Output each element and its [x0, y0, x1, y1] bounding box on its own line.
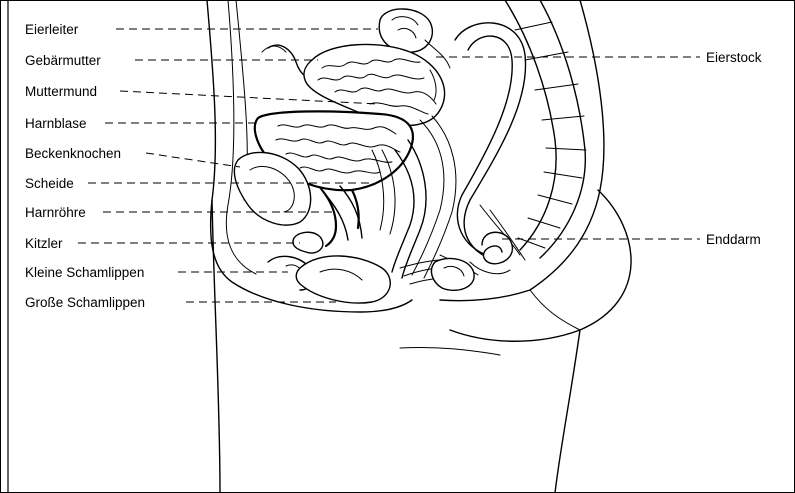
- label-beckenknochen: Beckenknochen: [25, 146, 121, 161]
- leader-beckenknochen: [146, 153, 240, 167]
- label-kitzler: Kitzler: [25, 236, 63, 251]
- label-harnblase: Harnblase: [25, 116, 87, 131]
- label-eierstock: Eierstock: [706, 50, 762, 65]
- label-gebaermutter: Gebärmutter: [25, 53, 101, 68]
- label-enddarm: Enddarm: [706, 232, 761, 247]
- label-scheide: Scheide: [25, 176, 74, 191]
- rectum: [440, 23, 526, 275]
- label-grosse-schamlippen: Große Schamlippen: [25, 295, 145, 310]
- label-harnroehre: Harnröhre: [25, 205, 86, 220]
- external-genitalia: [268, 232, 474, 303]
- urethra: [322, 190, 359, 246]
- label-muttermund: Muttermund: [25, 84, 97, 99]
- label-eierleiter: Eierleiter: [25, 22, 79, 37]
- spine: [505, 0, 586, 258]
- label-kleine-schamlippen: Kleine Schamlippen: [25, 265, 144, 280]
